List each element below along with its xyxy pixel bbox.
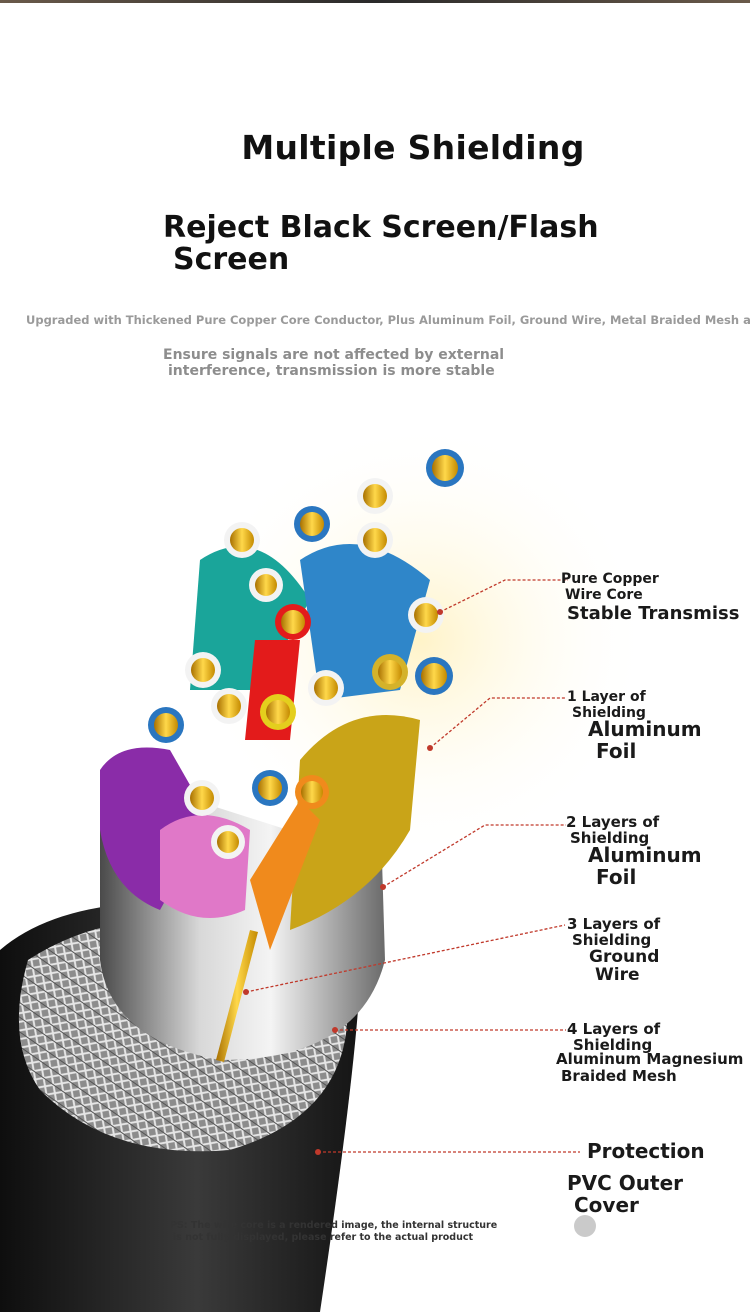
shield-4-line-1: 4 Layers of [567,1020,661,1038]
layer-label-shield-1: 1 Layer of Shielding [567,689,646,721]
top-edge-bar [0,0,750,3]
layer-label-shield-4: 4 Layers of Shielding [567,1021,660,1053]
shield-4-line-2: Shielding [573,1036,653,1054]
shield-3-line-1: 3 Layers of [567,915,661,933]
shield-3-line-2: Shielding [572,931,652,949]
protection-label: Protection [587,1139,705,1163]
shield-2-line-1: 2 Layers of [566,813,660,831]
shield-4-detail: Aluminum Magnesium Braided Mesh [556,1051,743,1085]
shield-1-line-1: 1 Layer of [567,689,646,705]
feature-description: Upgraded with Thickened Pure Copper Core… [26,313,750,327]
pvc-cover-label: PVC Outer Cover [567,1172,683,1216]
shield-3-detail-line-1: Ground [589,947,660,967]
stability-note: Ensure signals are not affected by exter… [163,347,603,379]
shield-2-detail-line-1: Aluminum [588,843,702,867]
stability-note-line-1: Ensure signals are not affected by exter… [163,347,505,363]
shield-3-detail: Ground Wire [589,948,659,984]
shield-4-detail-line-1: Aluminum Magnesium [556,1050,744,1068]
shield-1-detail-line-1: Aluminum [588,717,702,741]
layer-label-shield-3: 3 Layers of Shielding [567,916,660,948]
shield-1-line-2: Shielding [572,705,646,721]
stability-note-line-2: interference, transmission is more stabl… [168,363,495,379]
wire-conductors [148,449,464,859]
page-title: Multiple Shielding [241,128,585,167]
gold-pair-foil [290,715,420,930]
leader-dots [243,609,443,1155]
page-subtitle: Reject Black Screen/Flash Screen [163,212,663,276]
pvc-cover-line-2: Cover [574,1193,639,1217]
shield-2-detail: Aluminum Foil [588,844,702,888]
footnote-line-2: is not fully displayed, please refer to … [173,1232,474,1243]
leader-lines [245,579,580,1153]
shield-4-detail-line-2: Braided Mesh [561,1067,677,1085]
shield-1-detail: Aluminum Foil [588,718,702,762]
copper-core-line-1: Pure Copper [561,571,659,587]
subtitle-line-2: Screen [173,242,290,277]
copper-core-line-2: Wire Core [565,587,643,603]
subtitle-line-1: Reject Black Screen/Flash [163,210,599,245]
ground-drain-wire [216,930,258,1062]
pvc-cover-line-1: PVC Outer [567,1171,684,1195]
shield-1-detail-line-2: Foil [596,739,637,763]
orange-wire [250,800,320,950]
cover-swatch-dot [574,1215,596,1237]
footnote: PS: The wire core is a rendered image, t… [170,1220,530,1244]
cable-cross-section-illustration [0,420,650,1312]
shield-3-detail-line-2: Wire [595,965,640,985]
layer-label-shield-2: 2 Layers of Shielding [566,814,659,846]
footnote-line-1: PS: The wire core is a rendered image, t… [170,1220,498,1231]
shield-2-detail-line-2: Foil [596,865,637,889]
copper-core-detail: Stable Transmiss [567,603,740,624]
shield-2-line-2: Shielding [570,829,650,847]
layer-label-copper-core: Pure Copper Wire Core [561,571,659,603]
